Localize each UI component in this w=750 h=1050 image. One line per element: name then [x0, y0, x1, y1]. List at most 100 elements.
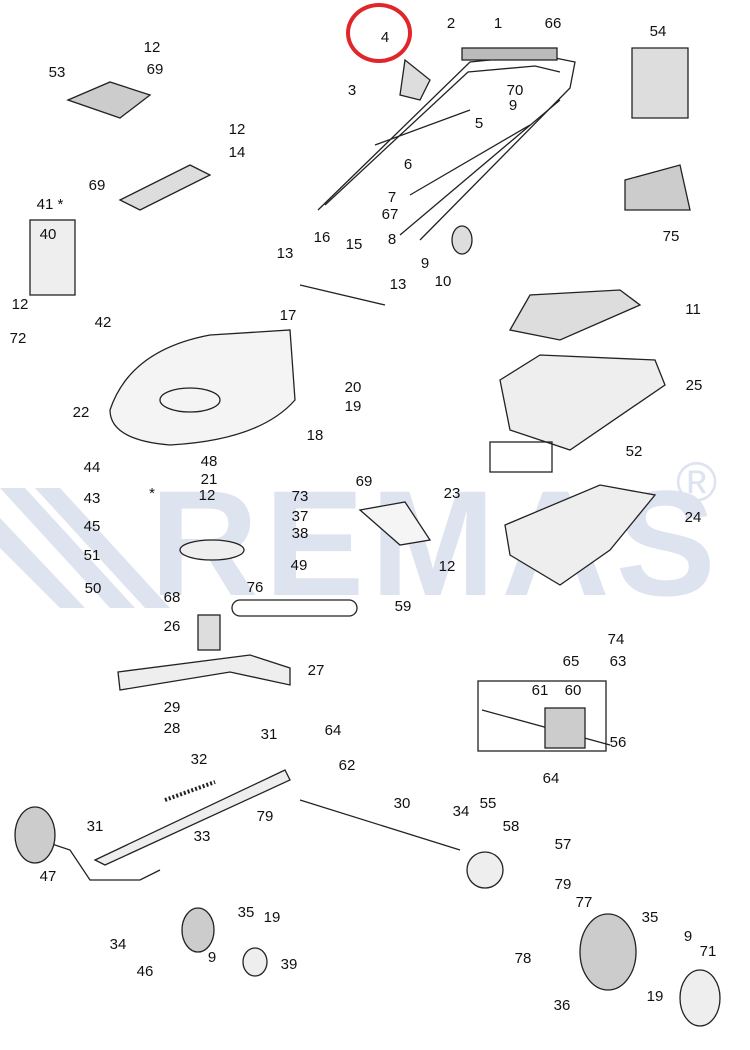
watermark-registered: ®: [676, 450, 718, 513]
part-label: 12: [438, 558, 456, 575]
highlight-circle: [346, 3, 412, 63]
part-label: 44: [83, 459, 101, 476]
part-label: 74: [607, 631, 625, 648]
deck-hole: [159, 387, 221, 413]
part-label: 60: [564, 682, 582, 699]
part-label: 6: [403, 156, 413, 173]
cover-53: [66, 81, 152, 119]
part-label: 2: [446, 15, 456, 32]
part-label: 66: [544, 15, 562, 32]
spring-32: [164, 780, 216, 802]
part-label: 58: [502, 818, 520, 835]
throttle-lever: [399, 58, 431, 101]
part-label: 64: [324, 722, 342, 739]
part-label: 23: [443, 485, 461, 502]
deck-22: [109, 329, 296, 446]
part-label: 73: [291, 488, 309, 505]
part-label: 9: [420, 255, 430, 272]
part-label: 5: [474, 115, 484, 132]
handle-grip: [461, 47, 558, 61]
part-label: 79: [554, 876, 572, 893]
part-label: 72: [9, 330, 27, 347]
handle-lower: [399, 99, 561, 236]
wheel-46: [181, 907, 215, 953]
frame-52: [489, 441, 553, 473]
part-label: 22: [72, 404, 90, 421]
part-label: 20: [344, 379, 362, 396]
part-label: 40: [39, 226, 57, 243]
part-label: 69: [146, 61, 164, 78]
part-label: 26: [163, 618, 181, 635]
part-label: 13: [389, 276, 407, 293]
part-label: 53: [48, 64, 66, 81]
part-label: 43: [83, 490, 101, 507]
pulley-26: [197, 614, 221, 651]
cover-25: [499, 354, 666, 451]
gearbox-60: [544, 707, 586, 749]
part-label: 8: [387, 231, 397, 248]
part-label: 19: [646, 988, 664, 1005]
part-label: 62: [338, 757, 356, 774]
part-label: 35: [641, 909, 659, 926]
part-label: 64: [542, 770, 560, 787]
part-label: 51: [83, 547, 101, 564]
part-label: 25: [685, 377, 703, 394]
part-label: 24: [684, 509, 702, 526]
filter-41: [29, 219, 76, 296]
part-label: 12: [198, 487, 216, 504]
part-label: 56: [609, 734, 627, 751]
watermark-logo-stripes: [0, 478, 750, 618]
part-label: 49: [290, 557, 308, 574]
part-label: 61: [531, 682, 549, 699]
part-label: 67: [381, 206, 399, 223]
part-label: 33: [193, 828, 211, 845]
bracket-14: [118, 164, 212, 211]
part-label: 78: [514, 950, 532, 967]
part-label: 42: [94, 314, 112, 331]
part-label: 30: [393, 795, 411, 812]
part-label: 14: [228, 144, 246, 161]
part-label: 28: [163, 720, 181, 737]
part-label: 45: [83, 518, 101, 535]
cable: [374, 109, 531, 196]
part-label: 16: [313, 229, 331, 246]
lever-33: [93, 769, 291, 866]
wheel-front-left: [14, 806, 56, 864]
part-label: 19: [344, 398, 362, 415]
part-label: 7: [387, 189, 397, 206]
part-label: 48: [200, 453, 218, 470]
part-label: 71: [699, 943, 717, 960]
handle-upper: [317, 54, 576, 241]
cover-11: [508, 289, 642, 341]
part-label: 57: [554, 836, 572, 853]
gear-58: [466, 851, 504, 889]
part-label: 54: [649, 23, 667, 40]
part-label: 3: [347, 82, 357, 99]
part-label: 27: [307, 662, 325, 679]
belt-59: [231, 599, 358, 617]
blade-27: [117, 654, 291, 691]
part-label: 4: [380, 29, 390, 46]
part-label: 12: [143, 39, 161, 56]
part-label: 13: [276, 245, 294, 262]
part-label: 69: [88, 177, 106, 194]
part-label: 12: [228, 121, 246, 138]
part-label: 31: [260, 726, 278, 743]
part-label: 59: [394, 598, 412, 615]
axle-47: [39, 839, 161, 881]
cover-23: [358, 501, 432, 546]
part-label: 65: [562, 653, 580, 670]
part-75: [624, 164, 691, 211]
cap-39: [242, 947, 268, 977]
part-label: 39: [280, 956, 298, 973]
axle-15: [299, 284, 386, 306]
wheel-36: [579, 913, 637, 991]
knob-10: [451, 225, 473, 255]
part-label: 47: [39, 868, 57, 885]
part-label: 55: [479, 795, 497, 812]
part-label: 34: [109, 936, 127, 953]
part-label: 76: [246, 579, 264, 596]
part-label: 68: [163, 589, 181, 606]
part-label: 46: [136, 963, 154, 980]
